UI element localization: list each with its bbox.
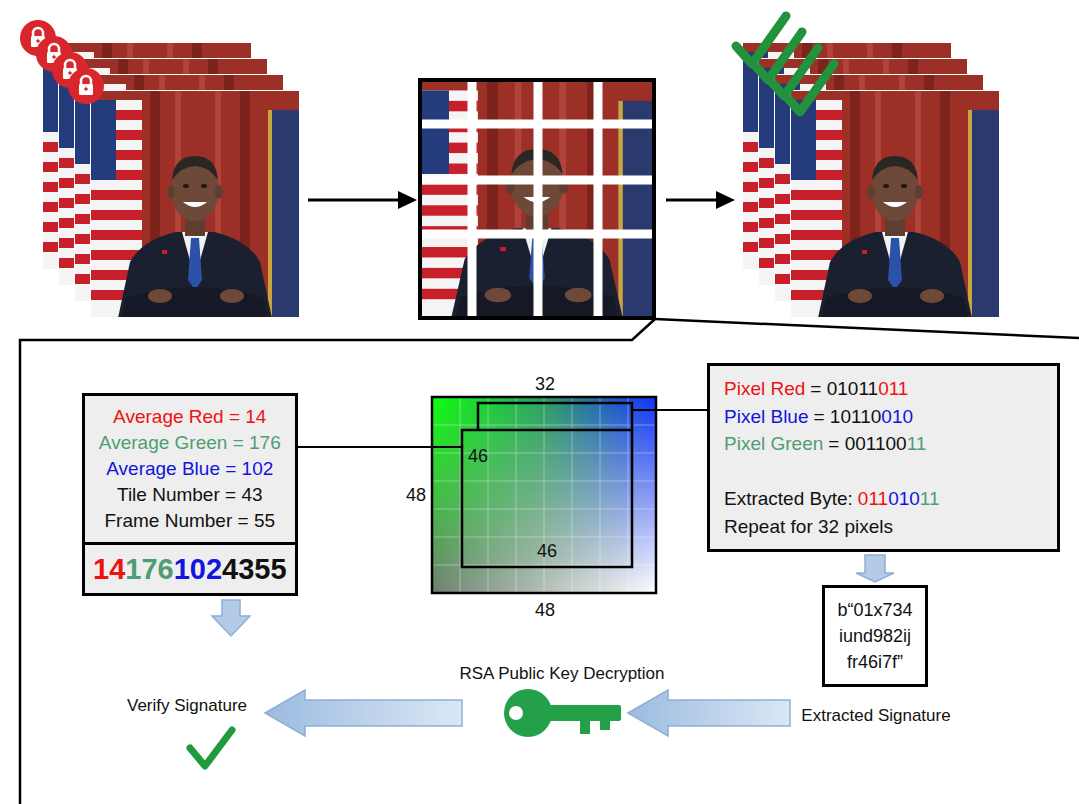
text-line: Average Blue = 102 — [93, 456, 287, 482]
block-arrow — [856, 555, 894, 582]
text-line: Pixel Blue= 10110010 — [724, 403, 1043, 431]
tile-stats-box: Average Red = 14Average Green = 176Avera… — [82, 393, 298, 545]
box-text: Average Blue = 102 — [106, 456, 273, 482]
tile-colors — [432, 397, 656, 593]
text-line: Extracted Byte:01101011 — [724, 485, 1043, 513]
locked-frames — [20, 20, 300, 318]
key-icon — [504, 689, 621, 737]
arrow-head — [716, 191, 735, 209]
text-line: Frame Number = 55 — [93, 508, 287, 534]
check-mark — [190, 730, 232, 766]
box-text: 011 — [878, 375, 908, 403]
step-label: Extracted Signature — [801, 706, 950, 726]
text-line: Pixel Green= 00110011 — [724, 430, 1043, 458]
zoom-panel — [20, 319, 1079, 804]
video-frame — [90, 90, 300, 318]
box-text: Extracted Byte: — [724, 485, 853, 513]
box-text: 176 — [125, 551, 173, 587]
tile-colors — [432, 397, 656, 593]
panel-border — [655, 319, 1079, 338]
box-text: 11 — [907, 430, 927, 458]
box-text: Pixel Blue — [724, 403, 809, 431]
pixel-bits-box: Pixel Red= 01011011Pixel Blue= 10110010P… — [707, 363, 1060, 552]
box-text: = 10110 — [814, 403, 882, 431]
dimension-label: 46 — [537, 541, 557, 562]
box-text: = 001100 — [828, 430, 906, 458]
video-frame — [420, 80, 654, 318]
text-line: Average Red = 14 — [93, 404, 287, 430]
dimension-label: 48 — [535, 600, 555, 621]
box-text: 11 — [920, 485, 940, 513]
arrow-shaft — [666, 199, 718, 202]
step-label: Verify Signature — [127, 696, 247, 716]
signature-box: b“01x734 iund982ij fr46i7f” — [822, 585, 927, 687]
tile-illustration — [432, 397, 656, 593]
box-text: b“01x734 iund982ij fr46i7f” — [837, 597, 912, 675]
text-line — [724, 458, 1043, 486]
box-text: Average Green = 176 — [99, 430, 281, 456]
text-line: Pixel Red= 01011011 — [724, 375, 1043, 403]
box-text: 4355 — [222, 551, 287, 587]
check-marks — [736, 16, 834, 112]
leader-line — [290, 446, 462, 448]
box-text: Average Red = 14 — [113, 404, 266, 430]
step-label: RSA Public Key Decryption — [459, 664, 664, 684]
box-text: Pixel Red — [724, 375, 805, 403]
tiled-frame — [420, 80, 654, 318]
tile-border — [432, 397, 656, 593]
leader-line — [632, 409, 707, 411]
text-line: Tile Number = 43 — [93, 482, 287, 508]
frame-border — [420, 80, 654, 318]
block-arrow — [265, 690, 462, 736]
window-outline — [478, 403, 632, 430]
dimension-label: 48 — [406, 485, 426, 506]
box-text: = 01011 — [810, 375, 878, 403]
arrow-shaft — [308, 199, 400, 202]
text-line: 141761024355 — [93, 551, 287, 587]
dimension-label: 46 — [468, 446, 488, 467]
flow-arrow — [308, 191, 417, 209]
block-arrow — [212, 600, 250, 636]
message-digits-box: 141761024355 — [82, 542, 298, 596]
box-text: Tile Number = 43 — [117, 482, 263, 508]
text-line: Average Green = 176 — [93, 430, 287, 456]
box-text: 011 — [858, 485, 888, 513]
box-text: Pixel Green — [724, 430, 823, 458]
text-line: Repeat for 32 pixels — [724, 513, 1043, 541]
panel-border — [20, 319, 655, 804]
box-text: 010 — [881, 403, 913, 431]
flow-arrow — [666, 191, 735, 209]
box-text: 102 — [174, 551, 222, 587]
box-text: 14 — [93, 551, 125, 587]
box-text: 010 — [888, 485, 920, 513]
pixel-grid — [432, 397, 656, 593]
dimension-label: 32 — [535, 374, 555, 395]
video-frame — [790, 90, 1000, 318]
text-line: b“01x734 iund982ij fr46i7f” — [837, 597, 912, 675]
arrow-head — [398, 191, 417, 209]
window-outline — [462, 430, 632, 567]
verified-frames — [736, 16, 1000, 318]
tile-grid — [420, 80, 654, 318]
box-text: Frame Number = 55 — [105, 508, 276, 534]
block-arrow — [628, 690, 790, 736]
box-text: Repeat for 32 pixels — [724, 513, 893, 541]
lock-icon — [68, 68, 104, 104]
